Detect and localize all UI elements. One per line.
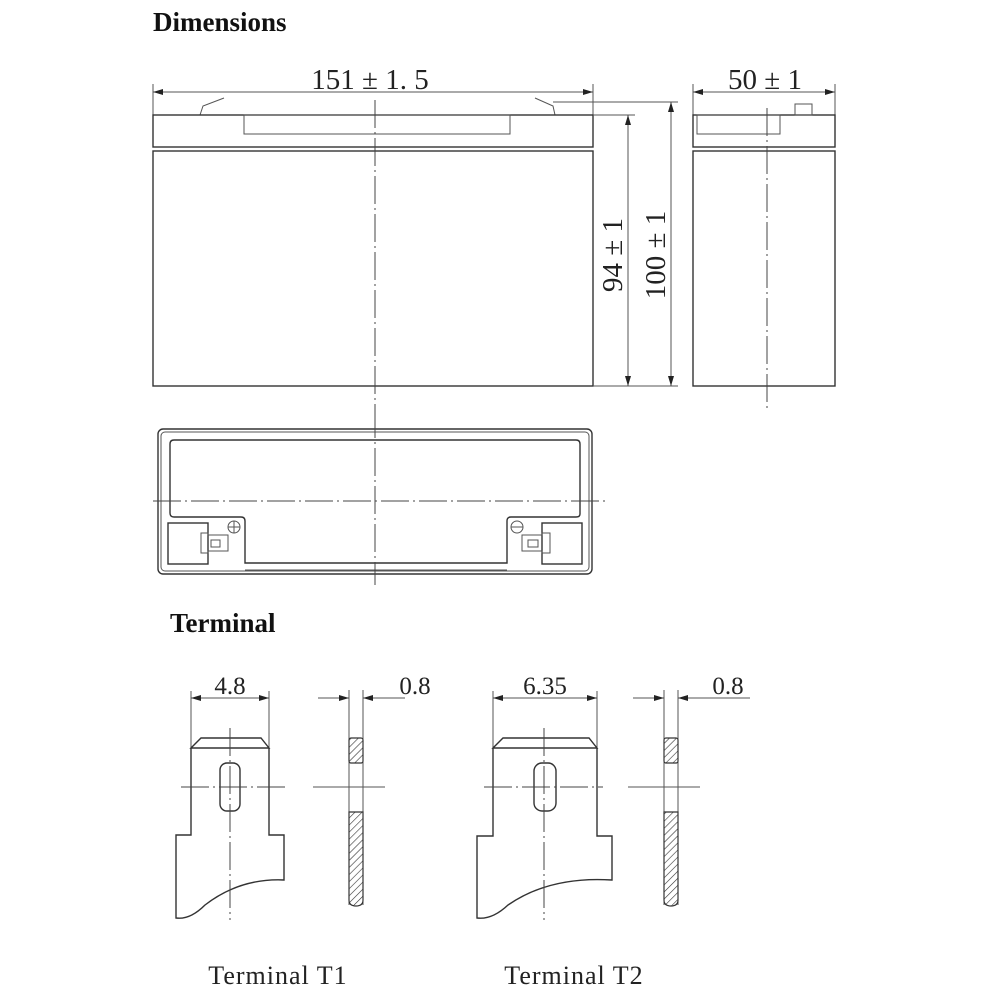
t2-thickness-label: 0.8 bbox=[712, 673, 743, 700]
t1-width-label: 4.8 bbox=[214, 673, 245, 700]
cover-recess bbox=[169, 439, 581, 564]
width-dimension-label: 50 ± 1 bbox=[728, 64, 802, 96]
positive-symbol-icon bbox=[227, 520, 241, 534]
t2-width-label: 6.35 bbox=[523, 673, 567, 700]
t1-profile bbox=[175, 748, 285, 919]
container-height-label: 94 ± 1 bbox=[597, 218, 629, 292]
lid bbox=[152, 114, 594, 148]
t1-thickness-label: 0.8 bbox=[399, 673, 430, 700]
terminal-tab-positive bbox=[200, 532, 229, 554]
length-dimension-label: 151 ± 1. 5 bbox=[311, 64, 428, 96]
negative-symbol-icon bbox=[510, 520, 524, 534]
terminal-pocket-negative bbox=[541, 522, 583, 565]
t2-caption: Terminal T2 bbox=[504, 961, 643, 990]
terminal-bump bbox=[794, 103, 813, 116]
handle-right bbox=[534, 97, 556, 116]
t1-caption: Terminal T1 bbox=[208, 961, 347, 990]
dimensions-heading: Dimensions bbox=[153, 7, 287, 37]
terminal-heading: Terminal bbox=[170, 608, 276, 638]
handle-left bbox=[199, 97, 225, 116]
terminal-t1: 4.8 0.8 Terminal T1 bbox=[175, 673, 431, 990]
lid-window bbox=[243, 114, 511, 135]
t2-profile bbox=[476, 748, 613, 919]
top-view bbox=[153, 410, 607, 585]
total-height-label: 100 ± 1 bbox=[640, 211, 672, 299]
terminal-pocket-positive bbox=[167, 522, 209, 565]
front-view: 151 ± 1. 5 94 ± 1 100 ± 1 bbox=[152, 64, 678, 412]
container-body bbox=[152, 150, 594, 387]
terminal-t2: 6.35 0.8 Terminal T2 bbox=[476, 673, 750, 990]
terminal-tab-negative bbox=[521, 532, 551, 554]
side-view: 50 ± 1 bbox=[692, 64, 836, 410]
